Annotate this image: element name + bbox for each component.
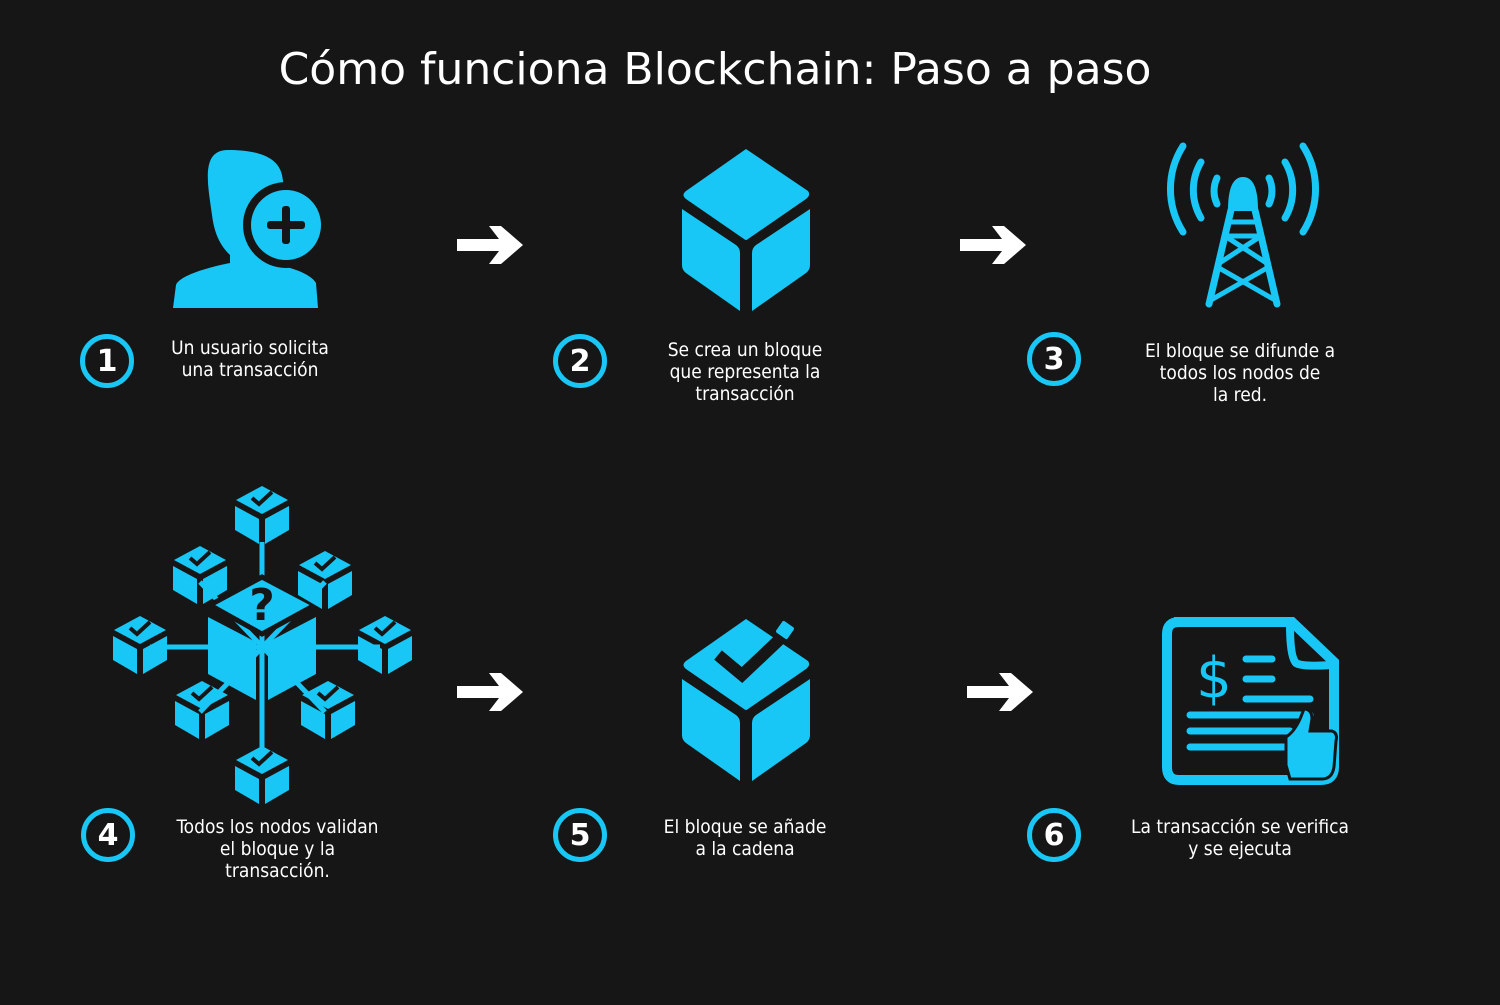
step-description: El bloque se difunde a todos los nodos d… [1144, 340, 1336, 406]
arrow-right-icon [455, 670, 527, 714]
step-description: Se crea un bloque que representa la tran… [667, 339, 823, 405]
step-description: Todos los nodos validan el bloque y la t… [176, 816, 379, 882]
user-add-icon [170, 145, 330, 310]
step-number-badge: 3 [1027, 332, 1081, 386]
step-number-badge: 6 [1027, 808, 1081, 862]
block-cube-icon [678, 145, 814, 313]
svg-text:?: ? [249, 580, 275, 631]
verified-block-icon [678, 615, 814, 785]
arrow-right-icon [958, 223, 1030, 267]
arrow-right-icon [965, 670, 1037, 714]
step-number-badge: 2 [553, 334, 607, 388]
step-number-badge: 1 [80, 334, 134, 388]
approved-invoice-icon: $ [1162, 617, 1342, 785]
broadcast-tower-icon [1165, 140, 1321, 310]
step-number-badge: 4 [81, 808, 135, 862]
page-title: Cómo funciona Blockchain: Paso a paso [278, 44, 1152, 95]
svg-text:$: $ [1196, 646, 1232, 711]
step-description: La transacción se verifica y se ejecuta [1131, 816, 1349, 860]
arrow-right-icon [455, 223, 527, 267]
step-description: El bloque se añade a la cadena [663, 816, 827, 860]
step-number-badge: 5 [553, 808, 607, 862]
step-description: Un usuario solicita una transacción [171, 337, 329, 381]
node-network-icon: ? [110, 482, 420, 812]
